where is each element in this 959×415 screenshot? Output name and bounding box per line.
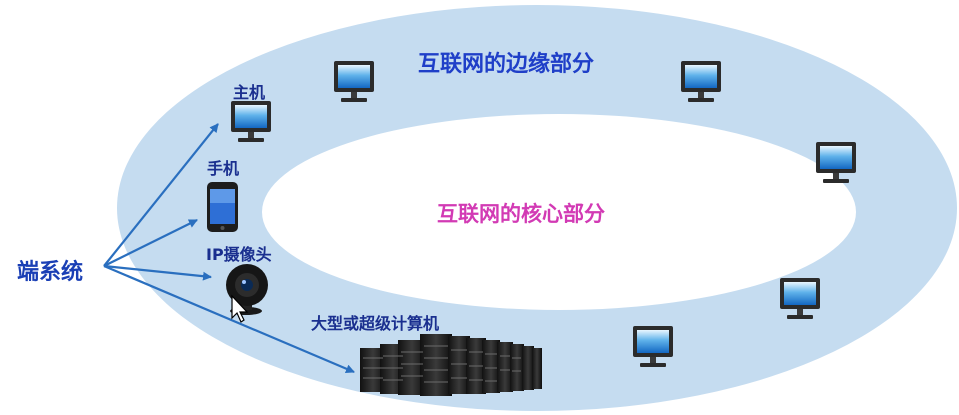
arrow-to-host [103, 123, 219, 267]
arrow-to-supercomputer [103, 264, 355, 374]
server-rack-icon [360, 334, 542, 396]
mouse-cursor-icon [231, 294, 249, 323]
supercomputer-label: 大型或超级计算机 [311, 314, 440, 333]
end-system-label: 端系统 [17, 260, 84, 285]
smartphone-icon [207, 182, 238, 232]
phone-label: 手机 [207, 159, 240, 178]
arrow-to-phone [103, 219, 198, 267]
core-title: 互联网的核心部分 [437, 202, 605, 226]
core-area [262, 114, 856, 310]
ip-camera-label: IP摄像头 [206, 245, 272, 264]
arrow-to-ipcam [103, 264, 212, 281]
host-label: 主机 [233, 83, 266, 102]
edge-title: 互联网的边缘部分 [418, 52, 595, 77]
end-system-arrows [103, 123, 355, 374]
